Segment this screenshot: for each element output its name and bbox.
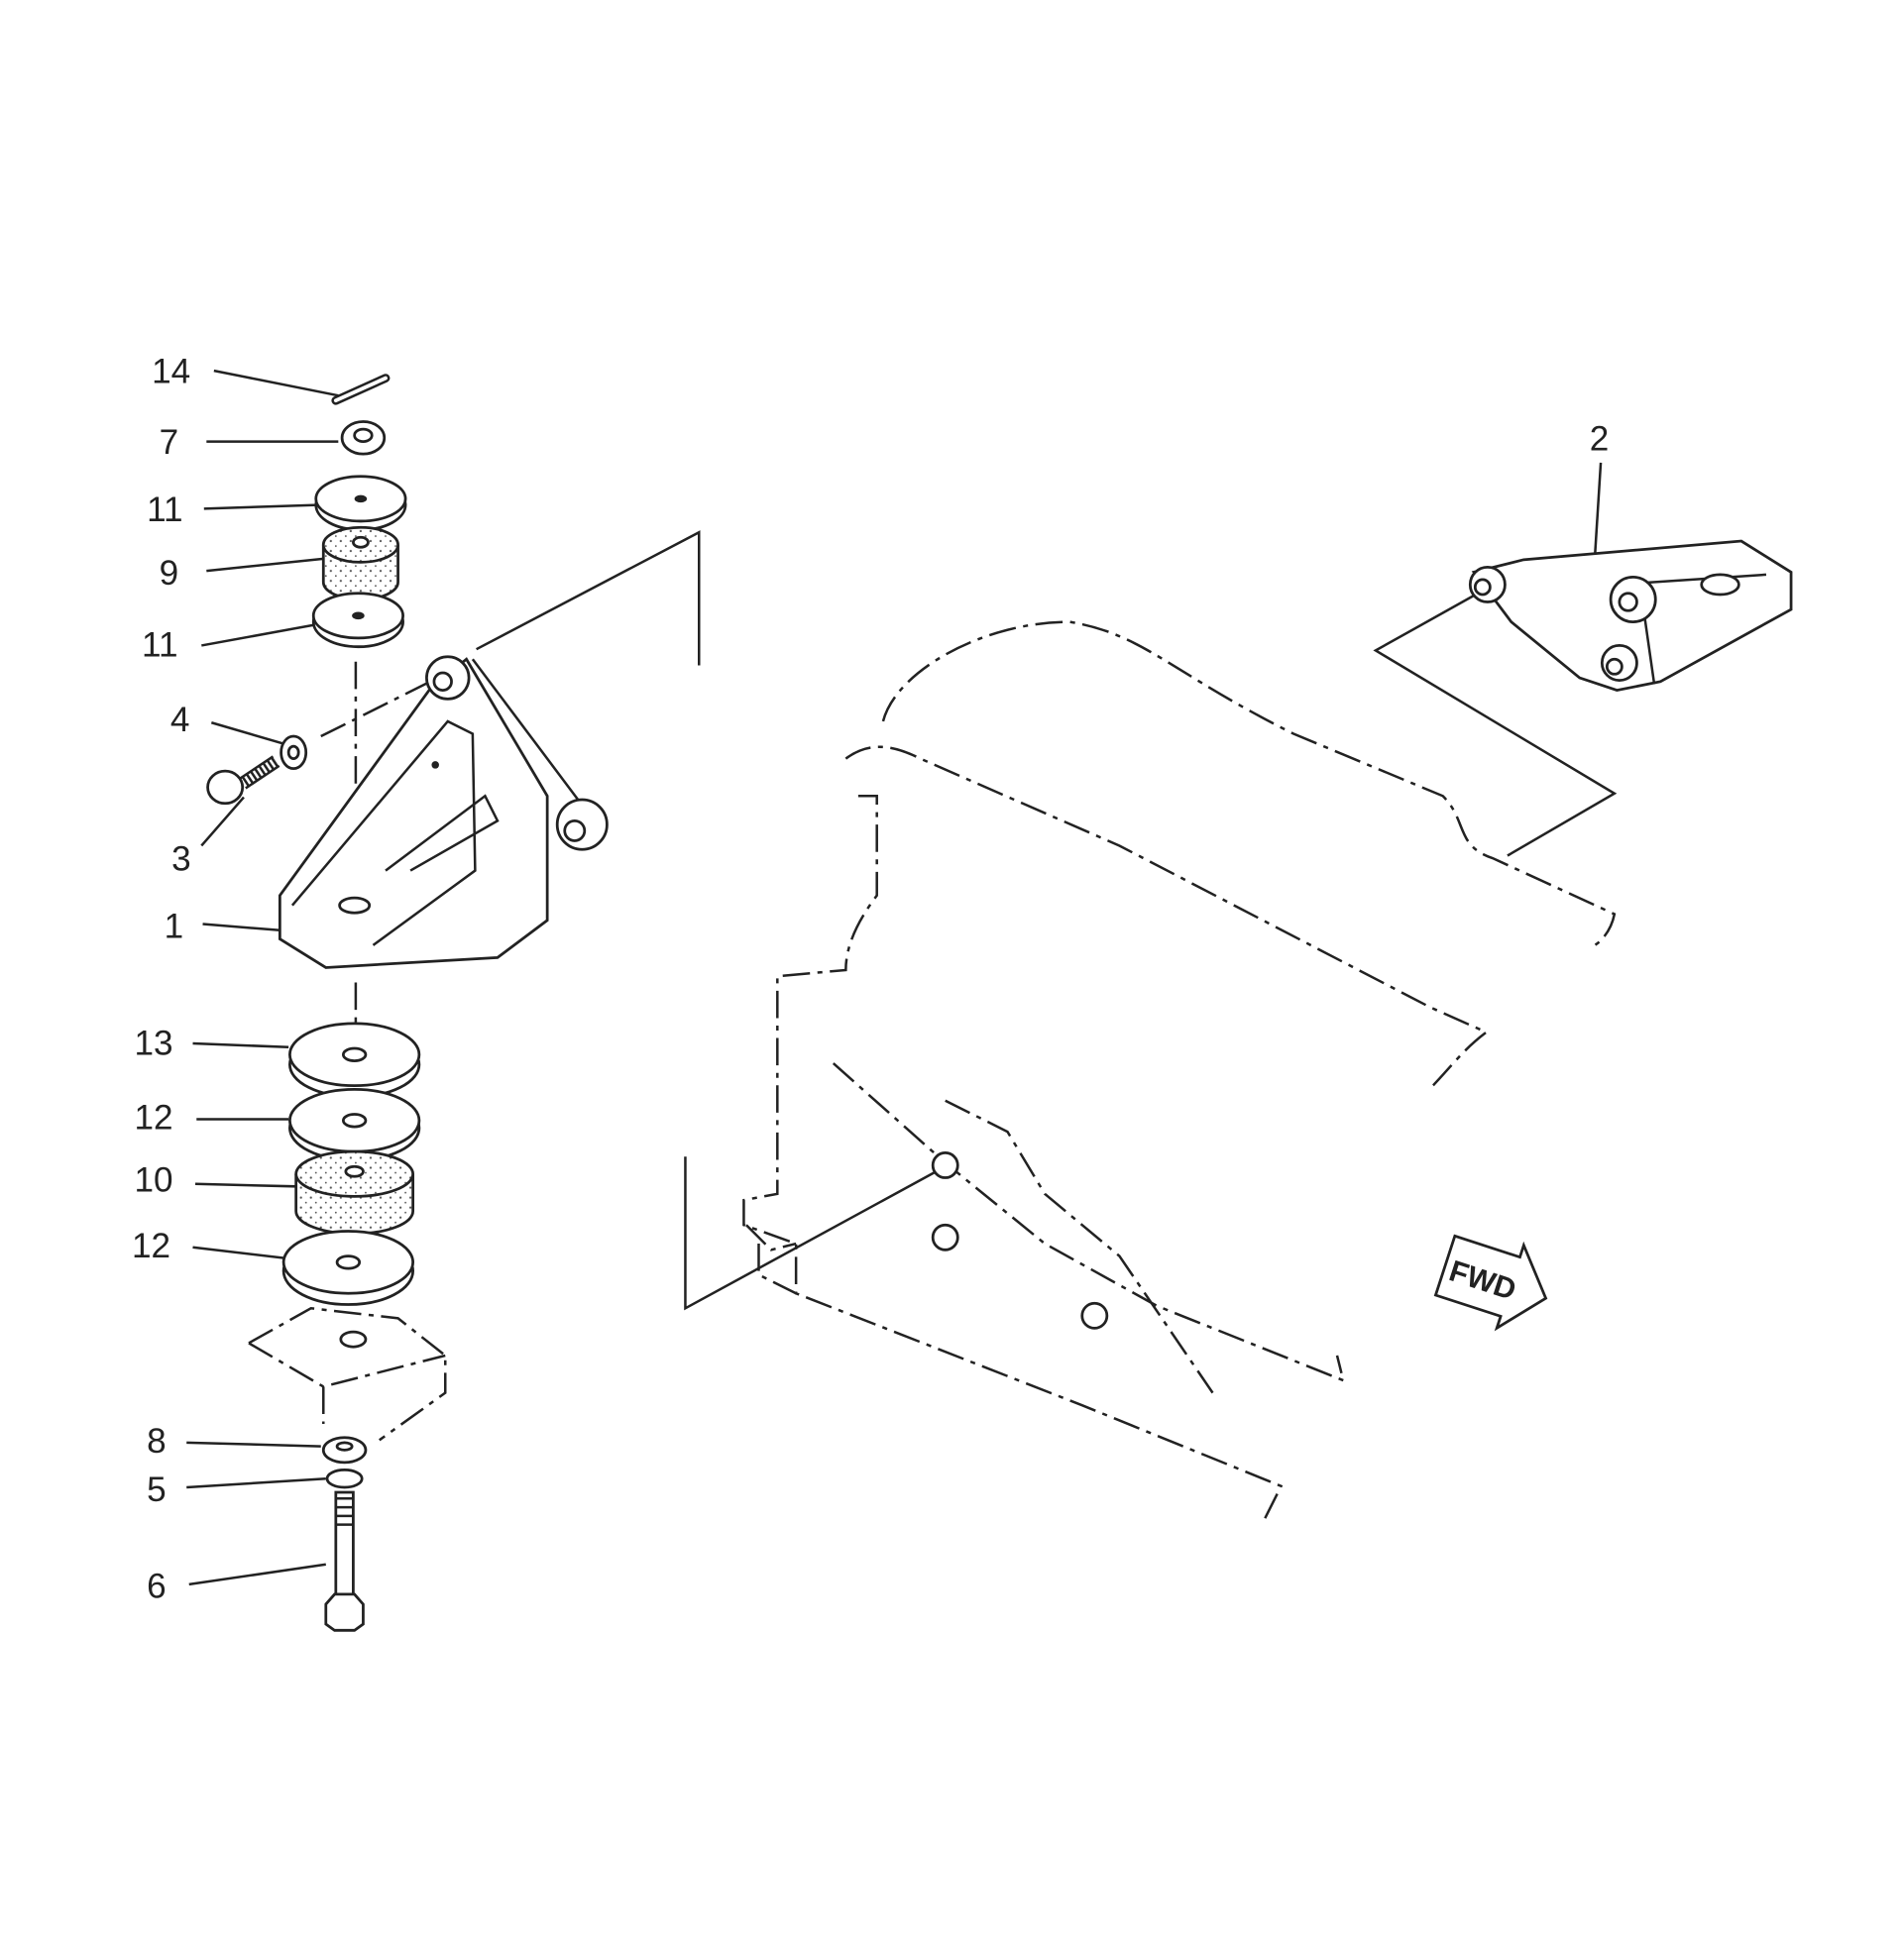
part-13-washer [288, 1022, 421, 1099]
callout-4: 4 [170, 701, 190, 739]
callout-9: 9 [160, 554, 179, 593]
part-5-lock-washer [325, 1469, 364, 1489]
callout-14: 14 [152, 353, 190, 391]
engine-phantom-outline [742, 620, 1617, 1524]
callout-labels: 14 7 11 9 11 4 3 1 13 12 10 12 8 5 6 2 [132, 353, 1609, 1606]
callout-12-upper: 12 [135, 1099, 173, 1138]
part-3-bolt [206, 755, 280, 806]
hull-stringer-outline [248, 1307, 447, 1442]
part-11-washer-lower [311, 592, 404, 649]
callout-6: 6 [147, 1568, 167, 1606]
callout-12-lower: 12 [132, 1227, 170, 1265]
callout-8: 8 [147, 1422, 167, 1461]
callout-3: 3 [171, 840, 191, 879]
forward-direction-arrow: FWD [1433, 1234, 1548, 1332]
part-2-mount-bracket [1468, 539, 1793, 693]
callout-11-upper: 11 [147, 490, 182, 529]
part-10-rubber-cushion [294, 1149, 415, 1236]
part-11-washer-upper [314, 475, 407, 532]
part-1-mount-bracket [278, 655, 609, 969]
callout-1: 1 [165, 907, 184, 945]
callout-13: 13 [135, 1024, 173, 1062]
part-8-nut [321, 1436, 368, 1465]
part-4-washer [280, 734, 308, 771]
part-14-cotter-pin [331, 374, 391, 405]
leader-lines [186, 369, 1618, 1586]
callout-7: 7 [160, 423, 179, 462]
part-6-bolt [324, 1490, 365, 1632]
part-9-rubber-cushion [321, 525, 399, 601]
part-12-washer-lower [281, 1230, 415, 1306]
part-12-washer-upper [288, 1088, 421, 1162]
part-7-castle-nut [340, 420, 387, 456]
callout-5: 5 [147, 1470, 167, 1509]
callout-11-lower: 11 [142, 626, 177, 665]
callout-10: 10 [135, 1160, 173, 1199]
callout-2: 2 [1590, 419, 1610, 458]
